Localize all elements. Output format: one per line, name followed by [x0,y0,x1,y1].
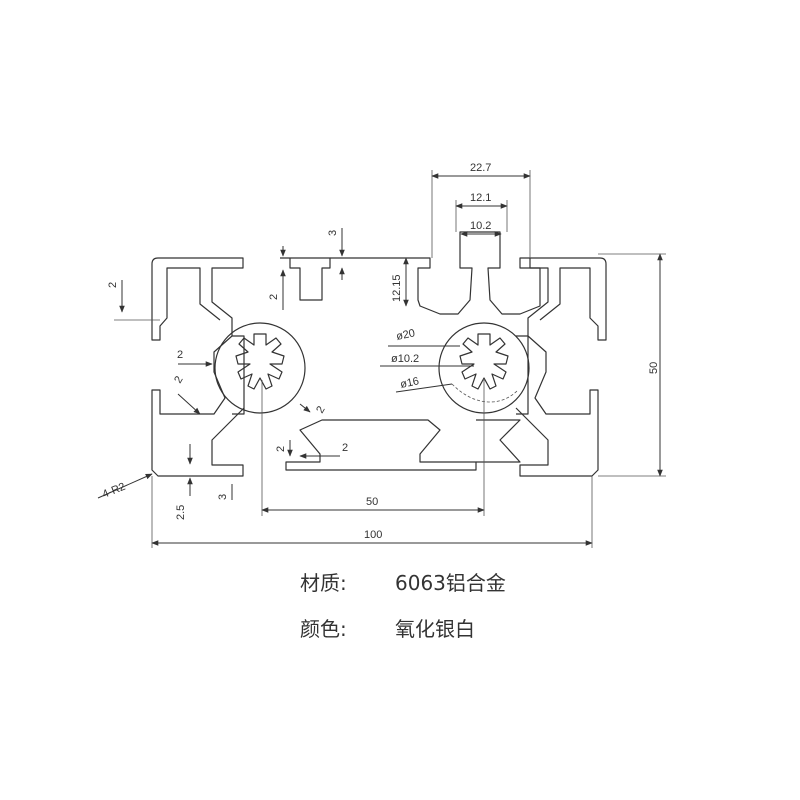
dim-2-inner: 2 [177,349,183,361]
dim-3-top: 3 [327,230,339,236]
color-value: 氧化银白 [395,617,475,641]
dim-50-vertical: 50 [648,362,660,374]
dim-2-diag: 2 [172,374,185,385]
dim-2-bottom-a: 2 [275,446,287,452]
dim-12-15: 12.15 [391,274,403,302]
dimension-lines [97,170,666,548]
color-label: 颜色: [300,617,347,641]
material-value: 6063铝合金 [395,571,506,595]
dim-2-center: 2 [314,404,327,415]
dim-phi16: ø16 [399,375,420,391]
dim-r2: 4-R2 [101,481,128,501]
dim-22-7: 22.7 [470,162,491,174]
dim-100: 100 [364,529,382,541]
dim-10-2: 10.2 [470,220,491,232]
dim-3-bottom: 3 [217,494,229,500]
dim-phi20: ø20 [395,327,416,343]
dim-phi10-2: ø10.2 [391,353,419,365]
dim-2-bottom-b: 2 [342,442,348,454]
dim-2-top: 2 [268,294,280,300]
dim-2-left: 2 [107,282,119,288]
profile-outline [151,231,607,477]
dim-12-1: 12.1 [470,192,491,204]
dim-2-5: 2.5 [175,505,187,520]
spec-material: 材质: 6063铝合金 [300,567,506,596]
dim-50-horizontal: 50 [366,496,378,508]
material-label: 材质: [300,571,347,595]
spec-color: 颜色: 氧化银白 [300,613,475,642]
left-hub [214,322,306,414]
